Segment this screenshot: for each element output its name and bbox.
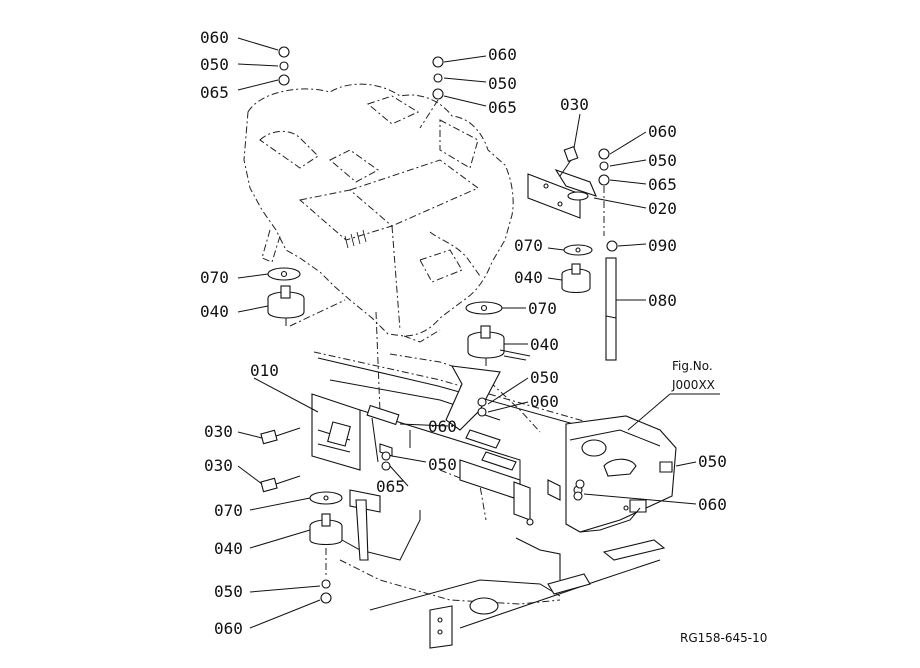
- callout-060-top-center: 060: [488, 45, 517, 64]
- callout-030-bolt-right: 030: [560, 95, 589, 114]
- leader-lines: [237, 37, 720, 629]
- callout-060-top-left: 060: [200, 28, 229, 47]
- callout-040-center: 040: [530, 335, 559, 354]
- callout-070-center: 070: [528, 299, 557, 318]
- callout-040-lower-left: 040: [214, 539, 243, 558]
- callout-030-left-lower: 030: [204, 456, 233, 475]
- callout-070-lower-left: 070: [214, 501, 243, 520]
- callout-050-mid: 050: [428, 455, 457, 474]
- callout-060-right: 060: [648, 122, 677, 141]
- top-left-fasteners: [278, 46, 290, 86]
- frame-outline: [311, 311, 677, 649]
- callout-050-right: 050: [648, 151, 677, 170]
- right-bracket-assembly: [527, 145, 618, 361]
- callout-060-mid: 060: [428, 417, 457, 436]
- top-center-fasteners: [419, 56, 444, 129]
- callout-010-frame: 010: [250, 361, 279, 380]
- callout-065-mid: 065: [376, 477, 405, 496]
- callout-060-right-frame: 060: [698, 495, 727, 514]
- callout-050-lower-left: 050: [214, 582, 243, 601]
- callout-labels: 060 050 065 060 050 065 030 060 050 065 …: [200, 28, 767, 645]
- center-fasteners: [477, 397, 673, 501]
- callout-040-left: 040: [200, 302, 229, 321]
- callout-020-bracket: 020: [648, 199, 677, 218]
- engine-outline: [243, 83, 514, 343]
- callout-050-center: 050: [530, 368, 559, 387]
- callout-080-rod: 080: [648, 291, 677, 310]
- fig-no-value: J000XX: [671, 378, 715, 392]
- callout-065-top-left: 065: [200, 83, 229, 102]
- callout-090-right: 090: [648, 236, 677, 255]
- callout-050-top-left: 050: [200, 55, 229, 74]
- callout-050-top-center: 050: [488, 74, 517, 93]
- callout-065-top-center: 065: [488, 98, 517, 117]
- callout-060-center: 060: [530, 392, 559, 411]
- callout-060-lower-left: 060: [214, 619, 243, 638]
- fig-no-label: Fig.No.: [672, 359, 713, 373]
- center-engine-mount: [465, 301, 505, 366]
- left-engine-mount: [267, 267, 346, 327]
- callout-050-right-frame: 050: [698, 452, 727, 471]
- callout-030-left-upper: 030: [204, 422, 233, 441]
- drawing-code: RG158-645-10: [680, 631, 767, 645]
- left-lower-mount: [260, 427, 393, 604]
- callout-070-left: 070: [200, 268, 229, 287]
- callout-070-right: 070: [514, 236, 543, 255]
- callout-065-right: 065: [648, 175, 677, 194]
- callout-040-right: 040: [514, 268, 543, 287]
